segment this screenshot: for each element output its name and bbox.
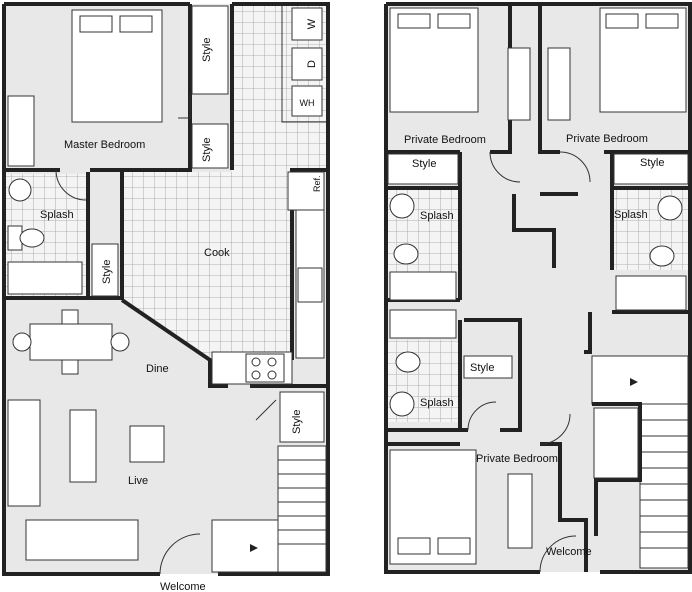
toilet-bottom bbox=[395, 351, 421, 373]
toilet-right bbox=[649, 245, 675, 267]
style-closet-mid bbox=[191, 123, 229, 169]
label-style-middle: Style bbox=[470, 362, 494, 374]
style-right bbox=[613, 153, 689, 185]
toilet bbox=[19, 228, 45, 248]
style-closet-top bbox=[191, 5, 229, 95]
label-style-right: Style bbox=[640, 157, 664, 169]
style-left bbox=[387, 153, 459, 185]
armchair bbox=[129, 425, 165, 463]
label-washer: W bbox=[306, 18, 318, 29]
sink-left bbox=[389, 193, 415, 219]
label-welcome-floor-1: Welcome bbox=[160, 581, 206, 592]
washer bbox=[291, 7, 323, 41]
style-middle bbox=[463, 355, 513, 379]
label-live: Live bbox=[128, 475, 148, 487]
label-cook: Cook bbox=[204, 247, 230, 259]
label-splash-right: Splash bbox=[614, 209, 648, 221]
label-style-closet-bath: Style bbox=[101, 260, 113, 284]
label-welcome-floor-2: Welcome bbox=[546, 546, 592, 558]
stairs-landing-floor-2 bbox=[591, 355, 689, 405]
sofa-left bbox=[7, 399, 41, 507]
stairs-floor-1 bbox=[277, 445, 327, 573]
label-style-closet-stair: Style bbox=[291, 410, 303, 434]
floor-2: Private Bedroom Private Bedroom Private … bbox=[384, 2, 692, 574]
kitchen-sink bbox=[297, 267, 323, 303]
dryer bbox=[291, 47, 323, 81]
label-style-left: Style bbox=[412, 158, 436, 170]
stairs-floor-2 bbox=[639, 403, 689, 569]
stair-storage bbox=[593, 407, 639, 479]
label-splash-left: Splash bbox=[420, 210, 454, 222]
stove bbox=[245, 353, 285, 383]
label-dine: Dine bbox=[146, 363, 169, 375]
kitchen-tile-floor bbox=[122, 6, 326, 360]
master-desk bbox=[7, 95, 35, 167]
bath-sink bbox=[8, 178, 32, 202]
style-closet-stair bbox=[279, 391, 325, 443]
label-refrigerator: Ref. bbox=[312, 175, 322, 192]
tub-bottom bbox=[389, 309, 457, 339]
label-splash: Splash bbox=[40, 209, 74, 221]
sink-bottom bbox=[389, 391, 415, 417]
tub-left bbox=[389, 271, 457, 301]
label-water-heater: WH bbox=[300, 98, 315, 108]
toilet-left bbox=[393, 243, 419, 265]
bathtub bbox=[7, 261, 83, 295]
desk-left bbox=[507, 47, 531, 121]
sink-right bbox=[657, 195, 683, 221]
stair-landing bbox=[211, 519, 279, 573]
label-splash-bottom: Splash bbox=[420, 397, 454, 409]
label-dryer: D bbox=[306, 60, 318, 68]
water-heater bbox=[291, 85, 323, 117]
refrigerator bbox=[287, 171, 325, 211]
label-private-bedroom-right: Private Bedroom bbox=[566, 133, 648, 145]
label-master-bedroom: Master Bedroom bbox=[64, 139, 145, 151]
label-private-bedroom-bottom: Private Bedroom bbox=[476, 453, 558, 465]
coffee-table bbox=[69, 409, 97, 483]
sofa-bottom bbox=[25, 519, 139, 561]
dining-table bbox=[29, 323, 113, 361]
label-private-bedroom-left: Private Bedroom bbox=[404, 134, 486, 146]
desk-right bbox=[547, 47, 571, 121]
floor-1: Master Bedroom Style Style Splash Style … bbox=[2, 2, 330, 592]
style-closet-bath bbox=[91, 243, 119, 297]
desk-bottom bbox=[507, 473, 533, 549]
tub-right bbox=[615, 275, 687, 311]
label-style-closet-mid: Style bbox=[201, 138, 213, 162]
label-style-closet-top: Style bbox=[201, 38, 213, 62]
